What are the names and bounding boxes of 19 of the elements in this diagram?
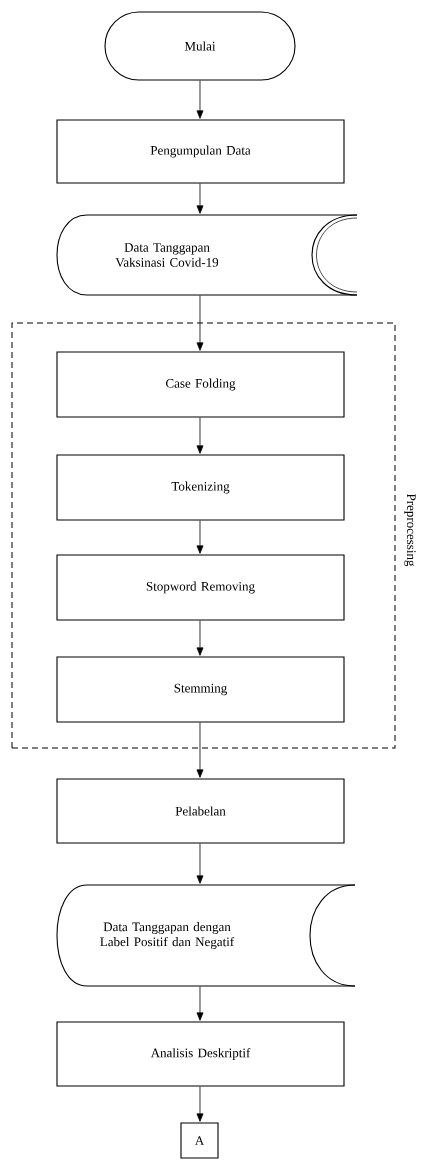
arrow: [196, 417, 204, 454]
process-box: Pelabelan: [56, 778, 345, 844]
arrow: [196, 722, 204, 778]
arrow: [196, 620, 204, 656]
arrow: [196, 986, 204, 1021]
process-box: A: [180, 1122, 219, 1159]
arrow: [196, 80, 204, 119]
arrow: [196, 183, 204, 214]
group-label: Preprocessing: [404, 493, 416, 567]
process-box: Tokenizing: [56, 454, 345, 521]
arrow: [196, 520, 204, 554]
arrow: [196, 843, 204, 884]
process-box: Pengumpulan Data: [56, 119, 345, 184]
arrow: [196, 295, 204, 351]
process-box: Analisis Deskriptif: [56, 1021, 345, 1087]
process-box: Stemming: [56, 656, 345, 723]
process-box: Case Folding: [56, 351, 345, 418]
arrow: [196, 1086, 204, 1122]
process-box: Stopword Removing: [56, 554, 345, 621]
